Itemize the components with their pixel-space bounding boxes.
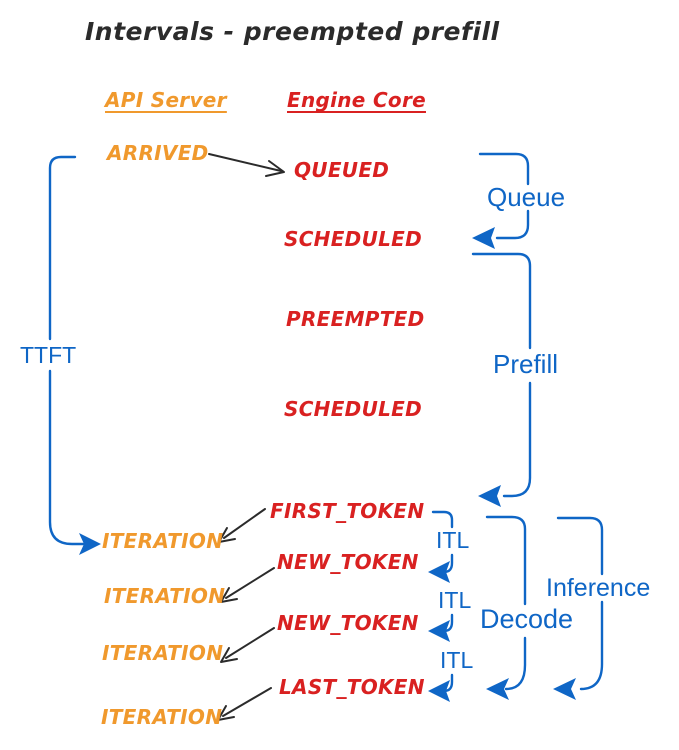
prefill-interval-label: Prefill bbox=[493, 349, 559, 379]
event-queued: QUEUED bbox=[294, 158, 390, 182]
arrived-to-queued-arrowhead-icon bbox=[265, 160, 285, 177]
ttft-bracket-top-line bbox=[48, 155, 77, 341]
first-token-to-iteration-arrow bbox=[223, 508, 266, 539]
ttft-bracket-bottom-line bbox=[48, 369, 86, 546]
event-arrived: ARRIVED bbox=[107, 141, 209, 165]
itl-interval-label-3: ITL bbox=[440, 647, 474, 673]
itl-interval-label-1: ITL bbox=[436, 527, 470, 553]
queue-interval-label: Queue bbox=[487, 182, 566, 212]
new-token1-to-iteration-arrowhead-icon bbox=[220, 587, 238, 603]
new-token1-to-iteration-arrow bbox=[225, 567, 275, 599]
itl-interval-label-2: ITL bbox=[438, 587, 472, 613]
new-token2-to-iteration-arrow bbox=[225, 627, 275, 659]
queue-arrow-icon bbox=[472, 227, 495, 249]
queue-bracket-top-line bbox=[478, 152, 530, 186]
prefill-arrow-icon bbox=[478, 485, 501, 507]
inference-arrow-icon bbox=[553, 678, 576, 700]
decode-bracket-bottom-line bbox=[504, 636, 527, 691]
itl-arrow1-icon bbox=[428, 561, 450, 583]
itl-top-hook-line bbox=[431, 510, 454, 529]
decode-arrow-icon bbox=[486, 678, 509, 700]
prefill-bracket-bottom-line bbox=[502, 381, 532, 498]
event-scheduled-1: SCHEDULED bbox=[284, 227, 423, 251]
queue-bracket-bottom-line bbox=[495, 209, 530, 240]
inference-bracket-top-line bbox=[556, 516, 604, 576]
prefill-bracket-top-line bbox=[471, 252, 532, 350]
event-iteration-1: ITERATION bbox=[102, 529, 224, 553]
event-new-token-2: NEW_TOKEN bbox=[277, 611, 419, 635]
last-token-to-iteration-arrowhead-icon bbox=[217, 705, 235, 721]
inference-bracket-bottom-line bbox=[579, 600, 604, 691]
event-scheduled-2: SCHEDULED bbox=[284, 397, 423, 421]
ttft-interval-label: TTFT bbox=[20, 342, 77, 368]
event-new-token-1: NEW_TOKEN bbox=[277, 550, 419, 574]
api-server-column-header: API Server bbox=[105, 88, 227, 112]
event-first-token: FIRST_TOKEN bbox=[270, 499, 425, 523]
ttft-arrow-icon bbox=[79, 533, 101, 555]
first-token-to-iteration-arrowhead-icon bbox=[218, 527, 236, 543]
event-preempted: PREEMPTED bbox=[286, 307, 425, 331]
decode-interval-label: Decode bbox=[480, 604, 574, 634]
event-iteration-3: ITERATION bbox=[102, 641, 224, 665]
engine-core-column-header: Engine Core bbox=[287, 88, 426, 112]
page-title: Intervals - preempted prefill bbox=[85, 17, 500, 46]
last-token-to-iteration-arrow bbox=[222, 687, 272, 717]
new-token2-to-iteration-arrowhead-icon bbox=[220, 647, 238, 663]
event-last-token: LAST_TOKEN bbox=[279, 675, 425, 699]
event-iteration-2: ITERATION bbox=[104, 584, 226, 608]
decode-bracket-top-line bbox=[485, 515, 527, 606]
itl-arrow2-icon bbox=[428, 620, 450, 642]
event-iteration-4: ITERATION bbox=[101, 705, 223, 729]
inference-interval-label: Inference bbox=[546, 574, 651, 602]
arrived-to-queued-arrow bbox=[208, 153, 282, 172]
itl-arrow3-icon bbox=[428, 680, 450, 702]
